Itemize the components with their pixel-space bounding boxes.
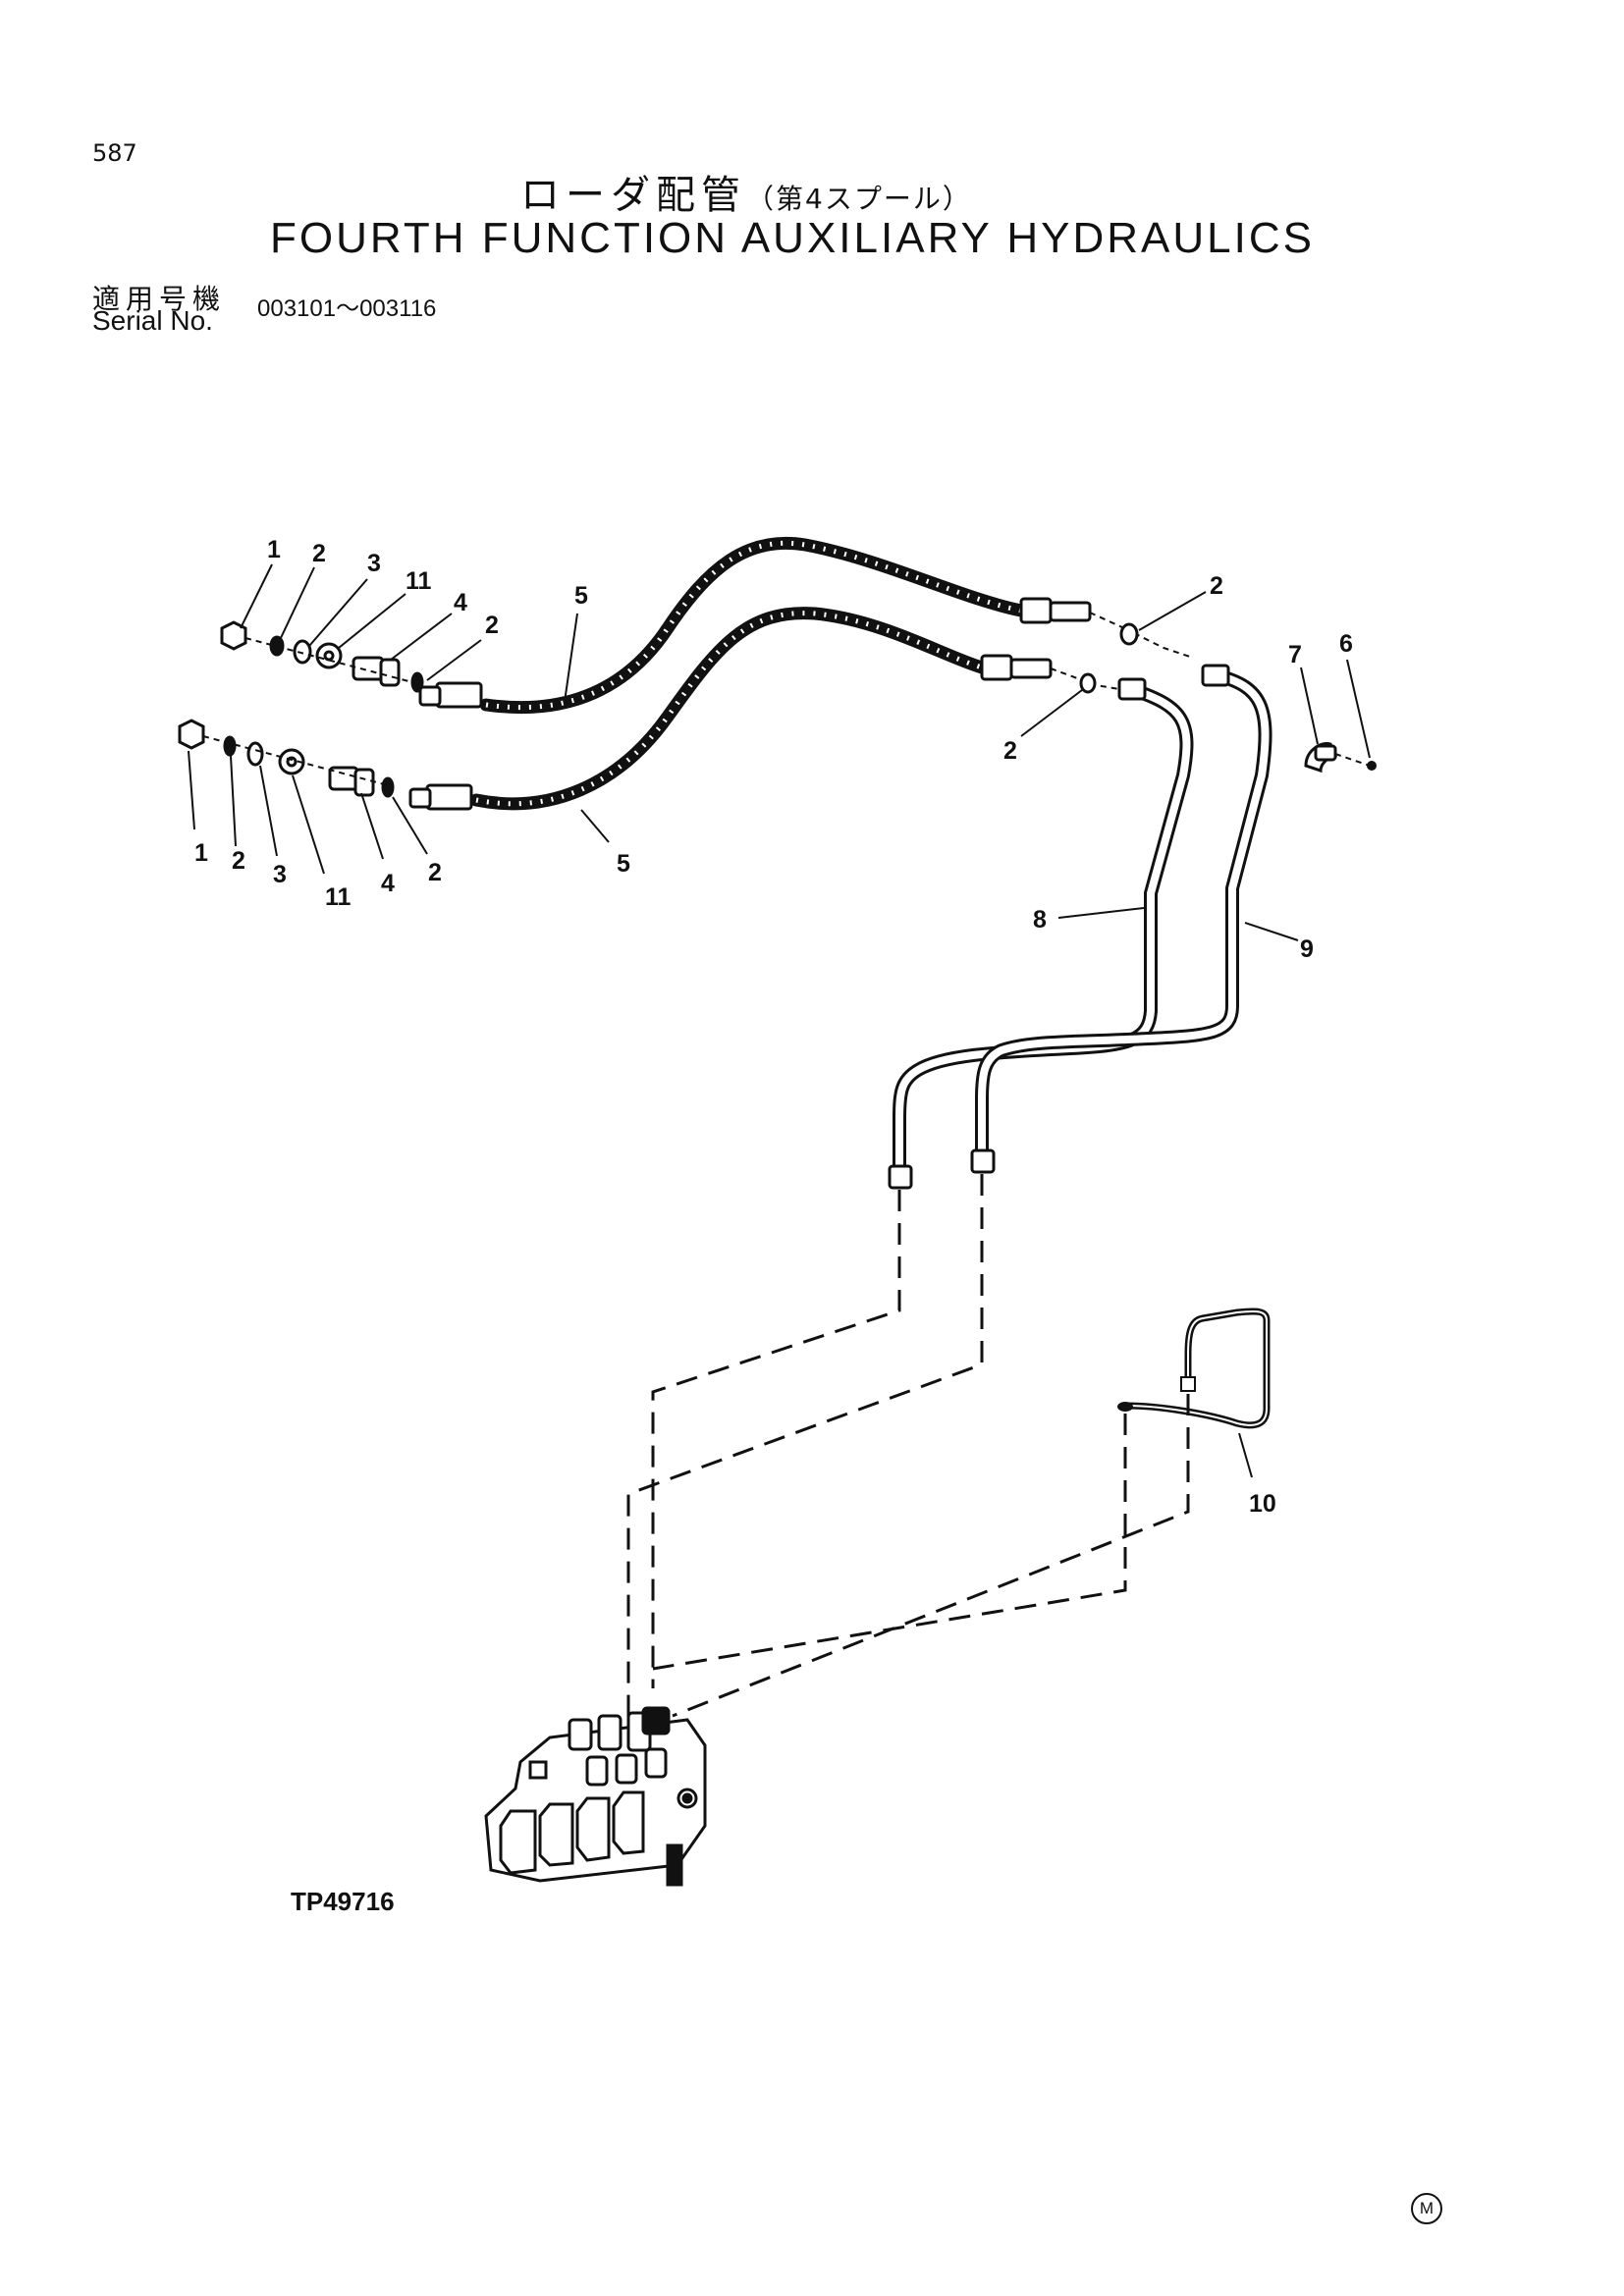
title-japanese-main: ローダ配管 bbox=[520, 173, 746, 218]
pipe-nuts bbox=[888, 664, 1230, 1190]
hose-upper bbox=[479, 536, 1028, 715]
serial-label-english: Serial No. bbox=[92, 305, 213, 336]
tube-10-end bbox=[1117, 1402, 1133, 1412]
fitting-chain-lower bbox=[178, 719, 395, 798]
clamp-7 bbox=[1304, 741, 1338, 774]
tube-10-inner bbox=[1126, 1310, 1268, 1426]
page-number: 587 bbox=[92, 139, 137, 167]
callout-2-right-upper: 2 bbox=[1210, 572, 1223, 600]
title-japanese: ローダ配管（第4スプール） bbox=[520, 163, 972, 220]
callout-2-lower: 2 bbox=[232, 847, 245, 875]
tube-10 bbox=[1126, 1308, 1271, 1429]
control-valve bbox=[484, 1706, 707, 1887]
leader-lines bbox=[188, 563, 1371, 1478]
figure-code: TP49716 bbox=[291, 1887, 395, 1916]
hose-lower bbox=[469, 607, 989, 811]
title-english: FOURTH FUNCTION AUXILIARY HYDRAULICS bbox=[270, 214, 1315, 262]
serial-label-japanese: 適用号機 bbox=[92, 283, 227, 315]
fitting-chain-upper bbox=[220, 620, 424, 693]
callout-2-upper-b: 2 bbox=[485, 612, 499, 639]
m-mark: M bbox=[1411, 2193, 1442, 2224]
callout-4-upper: 4 bbox=[454, 589, 467, 616]
callout-11-upper: 11 bbox=[406, 567, 432, 595]
callout-2-right-lower: 2 bbox=[1003, 737, 1017, 765]
title-japanese-sub: （第4スプール） bbox=[746, 183, 972, 215]
callout-1-upper: 1 bbox=[267, 536, 281, 563]
callout-5-lower: 5 bbox=[617, 850, 630, 878]
pipe-9 bbox=[975, 668, 1272, 1160]
routing-lines bbox=[626, 1174, 1190, 1728]
callout-5-upper: 5 bbox=[574, 582, 588, 610]
seals-right bbox=[1079, 622, 1139, 694]
callout-3-upper: 3 bbox=[367, 550, 381, 577]
callout-7: 7 bbox=[1288, 641, 1302, 668]
callout-8: 8 bbox=[1033, 906, 1047, 934]
tube-10-nut bbox=[1180, 1376, 1196, 1392]
serial-range: 003101～003116 bbox=[257, 295, 437, 322]
callout-11-lower: 11 bbox=[325, 883, 352, 911]
callout-2-upper: 2 bbox=[312, 540, 326, 567]
callout-3-lower: 3 bbox=[273, 861, 287, 888]
hose-fittings bbox=[408, 597, 1092, 811]
callout-2-lower-b: 2 bbox=[428, 859, 442, 886]
callout-4-lower: 4 bbox=[381, 870, 395, 897]
fitting-dash-links bbox=[202, 612, 1371, 786]
bolt-6 bbox=[1367, 761, 1377, 771]
callout-9: 9 bbox=[1300, 935, 1314, 963]
pipe-9-inner bbox=[978, 671, 1270, 1157]
callout-6: 6 bbox=[1339, 630, 1353, 658]
callout-10: 10 bbox=[1249, 1490, 1276, 1518]
callout-1-lower: 1 bbox=[194, 839, 208, 867]
